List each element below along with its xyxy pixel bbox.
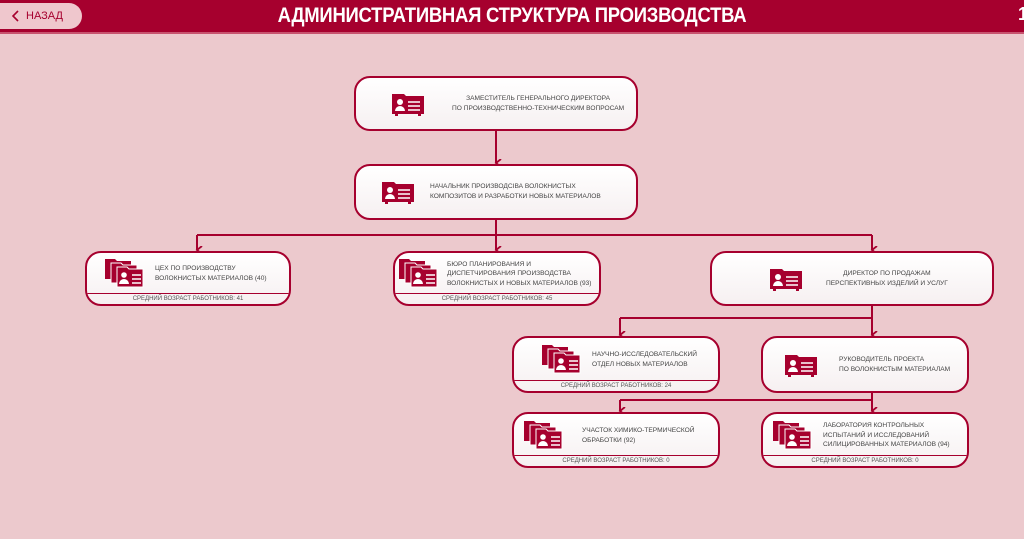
node-planning-bureau[interactable]: БЮРО ПЛАНИРОВАНИЯ И ДИСПЕТЧИРОВАНИЯ ПРОИЗ… — [393, 251, 601, 306]
node-label-line: ОБРАБОТКИ (92) — [582, 436, 636, 444]
person-card-icon — [770, 268, 802, 291]
node-label-line: ВОЛОКНИСТЫХ И НОВЫХ МАТЕРИАЛОВ (93) — [447, 279, 592, 287]
group-cards-icon — [105, 259, 144, 288]
back-button[interactable]: НАЗАД — [0, 3, 82, 29]
node-label-line: КОМПОЗИТОВ И РАЗРАБОТКИ НОВЫХ МАТЕРИАЛОВ — [430, 193, 601, 200]
node-label-line: ЗАМЕСТИТЕЛЬ ГЕНЕРАЛЬНОГО ДИРЕКТОРА — [466, 94, 610, 102]
back-label: НАЗАД — [26, 10, 63, 22]
person-card-icon — [785, 354, 817, 377]
node-label-line: ДИРЕКТОР ПО ПРОДАЖАМ — [843, 269, 931, 277]
avg-age-footer: СРЕДНИЙ ВОЗРАСТ РАБОТНИКОВ: 0 — [763, 455, 967, 466]
connector — [620, 305, 873, 319]
page-title: АДМИНИСТРАТИВНАЯ СТРУКТУРА ПРОИЗВОДСТВА — [277, 4, 747, 27]
node-label-line: ПО ПРОИЗВОДСТВЕННО-ТЕХНИЧЕСКИМ ВОПРОСАМ — [452, 104, 625, 112]
page-number: 1 — [1017, 4, 1024, 24]
group-cards-icon — [773, 420, 812, 449]
node-label-line: СИЛИЦИРОВАННЫХ МАТЕРИАЛОВ (94) — [823, 441, 950, 449]
node-sales-director[interactable]: ДИРЕКТОР ПО ПРОДАЖАМ ПЕРСПЕКТИВНЫХ ИЗДЕЛИ… — [710, 251, 994, 306]
group-cards-icon — [524, 420, 563, 449]
avg-age-footer: СРЕДНИЙ ВОЗРАСТ РАБОТНИКОВ: 24 — [514, 380, 718, 391]
connector — [620, 392, 873, 401]
person-card-icon — [392, 93, 424, 116]
node-label-line: ДИСПЕТЧИРОВАНИЯ ПРОИЗВОДСТВА — [447, 270, 571, 278]
node-label-line: УЧАСТОК ХИМИКО-ТЕРМИЧЕСКОЙ — [582, 426, 695, 434]
node-label-line: ПЕРСПЕКТИВНЫХ ИЗДЕЛИЙ И УСЛУГ — [826, 279, 948, 287]
node-label-line: ЛАБОРАТОРИЯ КОНТРОЛЬНЫХ — [823, 422, 925, 430]
node-deputy-director[interactable]: ЗАМЕСТИТЕЛЬ ГЕНЕРАЛЬНОГО ДИРЕКТОРА ПО ПРО… — [354, 76, 638, 131]
node-production-head[interactable]: НАЧАЛЬНИК ПРОИЗВОДСІВА ВОЛОКНИСТЫХ КОМПОЗ… — [354, 164, 638, 220]
header-bar: НАЗАД АДМИНИСТРАТИВНАЯ СТРУКТУРА ПРОИЗВО… — [0, 0, 1024, 34]
node-label-line: РУКОВОДИТЕЛЬ ПРОЕКТА — [839, 355, 925, 363]
node-label-line: ИСПЫТАНИЙ И ИССЛЕДОВАНИЙ — [823, 431, 930, 439]
node-workshop[interactable]: ЦЕХ ПО ПРОИЗВОДСТВУ ВОЛОКНИСТЫХ МАТЕРИАЛО… — [85, 251, 291, 306]
node-label-line: ВОЛОКНИСТЫХ МАТЕРИАЛОВ (40) — [155, 275, 267, 282]
avg-age-footer: СРЕДНИЙ ВОЗРАСТ РАБОТНИКОВ: 45 — [395, 293, 599, 304]
node-label-line: НАУЧНО-ИССЛЕДОВАТЕЛЬСКИЙ — [592, 351, 697, 359]
avg-age-footer: СРЕДНИЙ ВОЗРАСТ РАБОТНИКОВ: 41 — [87, 293, 289, 304]
chevron-left-icon — [12, 10, 19, 22]
node-label-line: НАЧАЛЬНИК ПРОИЗВОДСІВА ВОЛОКНИСТЫХ — [430, 183, 576, 191]
node-chemical-section[interactable]: УЧАСТОК ХИМИКО-ТЕРМИЧЕСКОЙ ОБРАБОТКИ (92)… — [512, 412, 720, 468]
node-project-lead[interactable]: РУКОВОДИТЕЛЬ ПРОЕКТА ПО ВОЛОКНИСТЫМ МАТЕР… — [761, 336, 969, 393]
node-label-line: ОТДЕЛ НОВЫХ МАТЕРИАЛОВ — [592, 361, 688, 368]
connector — [197, 219, 872, 236]
group-cards-icon — [399, 259, 438, 288]
avg-age-footer: СРЕДНИЙ ВОЗРАСТ РАБОТНИКОВ: 0 — [514, 455, 718, 466]
group-cards-icon — [542, 345, 581, 374]
node-label-line: ПО ВОЛОКНИСТЫМ МАТЕРИАЛАМ — [839, 365, 951, 373]
node-label-line: ЦЕХ ПО ПРОИЗВОДСТВУ — [155, 265, 236, 273]
person-card-icon — [382, 182, 414, 204]
node-label-line: БЮРО ПЛАНИРОВАНИЯ И — [447, 260, 531, 268]
node-rnd-department[interactable]: НАУЧНО-ИССЛЕДОВАТЕЛЬСКИЙ ОТДЕЛ НОВЫХ МАТЕ… — [512, 336, 720, 393]
